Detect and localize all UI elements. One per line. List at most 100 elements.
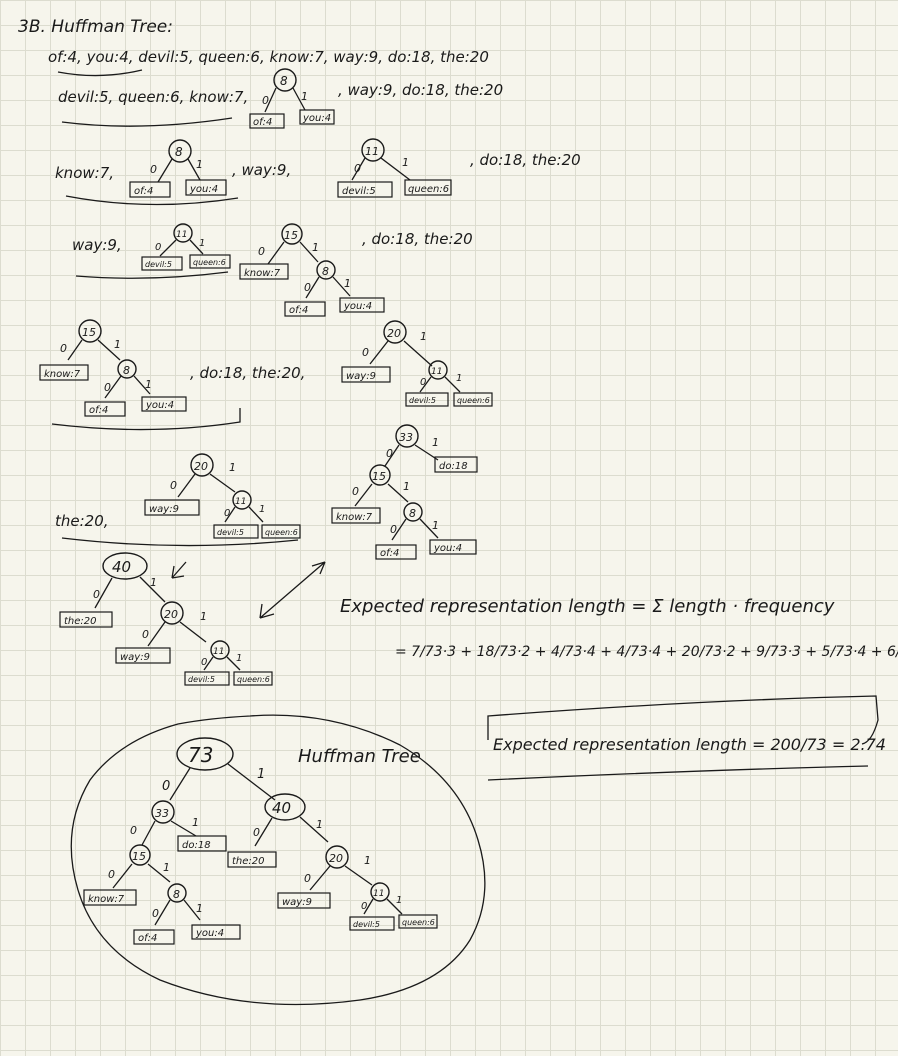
leaf-queen — [404, 179, 452, 196]
svg-text:0: 0 — [362, 346, 369, 359]
svg-text:20: 20 — [387, 327, 401, 340]
svg-text:1: 1 — [200, 610, 207, 623]
svg-text:1: 1 — [396, 895, 402, 906]
leaf-the — [227, 851, 277, 868]
leaf-queen — [398, 914, 438, 929]
svg-text:you:4: you:4 — [433, 543, 462, 554]
leaf-know — [39, 364, 89, 381]
svg-text:devil:5: devil:5 — [353, 920, 380, 929]
svg-text:know:7: know:7 — [88, 894, 125, 905]
node-11 — [232, 490, 252, 510]
leaf-you — [191, 924, 241, 940]
step-4: way:9, 11 0 1 devil:5 queen:6 15 0 1 kno… — [72, 223, 473, 317]
svg-text:0: 0 — [224, 508, 230, 519]
leaf-of — [375, 544, 417, 560]
node-40 — [264, 793, 306, 821]
step-6-tree-33: 33 0 1 do:18 15 0 1 know:7 8 0 1 of:4 yo… — [331, 424, 478, 560]
svg-text:of:4: of:4 — [134, 186, 153, 197]
svg-text:of:4: of:4 — [289, 305, 308, 316]
svg-text:8: 8 — [409, 507, 416, 520]
svg-text:11: 11 — [235, 497, 246, 507]
svg-text:the:20,: the:20, — [55, 512, 109, 530]
underline-step-4 — [75, 271, 229, 279]
node-15 — [78, 319, 102, 343]
svg-text:15: 15 — [284, 229, 298, 242]
frequency-list-step-2: devil:5, queen:6, know:7, — [58, 88, 248, 106]
svg-text:15: 15 — [372, 470, 386, 483]
svg-text:of:4: of:4 — [253, 117, 272, 128]
svg-text:1: 1 — [364, 854, 371, 867]
svg-text:devil:5: devil:5 — [188, 675, 215, 684]
node-15 — [129, 844, 151, 866]
expected-length-formula: Expected representation length = Σ lengt… — [340, 596, 898, 781]
leaf-queen — [233, 671, 273, 686]
leaf-do — [434, 456, 478, 473]
node-8 — [273, 68, 297, 92]
leaf-of — [284, 301, 326, 317]
svg-text:queen:6: queen:6 — [402, 918, 435, 927]
svg-text:do:18: do:18 — [182, 840, 211, 851]
underline-step-2 — [61, 117, 233, 127]
node-40 — [102, 552, 148, 580]
svg-text:know:7,: know:7, — [55, 164, 114, 182]
svg-text:33: 33 — [399, 431, 413, 444]
svg-text:1: 1 — [114, 338, 121, 351]
svg-text:0: 0 — [361, 901, 367, 912]
formula-result: Expected representation length = 200/73 … — [493, 735, 886, 754]
svg-text:1: 1 — [196, 158, 203, 171]
svg-text:40: 40 — [272, 799, 291, 817]
svg-text:know:7: know:7 — [44, 369, 81, 380]
svg-text:8: 8 — [173, 888, 180, 901]
leaf-know — [239, 263, 289, 280]
svg-text:you:4: you:4 — [189, 184, 218, 195]
leaf-know — [331, 507, 381, 524]
svg-text:you:4: you:4 — [343, 301, 372, 312]
svg-text:, do:18, the:20: , do:18, the:20 — [470, 151, 581, 169]
svg-text:way:9: way:9 — [346, 371, 376, 382]
node-8 — [403, 502, 423, 522]
svg-text:40: 40 — [112, 558, 131, 576]
leaf-devil — [337, 181, 393, 198]
svg-text:11: 11 — [373, 889, 384, 899]
svg-text:know:7: know:7 — [244, 268, 281, 279]
svg-text:queen:6: queen:6 — [265, 528, 298, 537]
page-title: 3B. Huffman Tree: — [18, 17, 173, 37]
leaf-know — [83, 889, 137, 906]
node-20 — [383, 320, 407, 344]
svg-text:you:4: you:4 — [145, 400, 174, 411]
svg-text:queen:6: queen:6 — [237, 675, 270, 684]
svg-text:1: 1 — [145, 378, 152, 391]
leaf-way — [115, 647, 171, 664]
svg-text:, do:18, the:20: , do:18, the:20 — [362, 230, 473, 248]
svg-text:devil:5: devil:5 — [342, 186, 376, 197]
node-20 — [325, 845, 349, 869]
svg-text:1: 1 — [259, 504, 265, 515]
step-7-tree-40: 40 0 1 the:20 20 0 1 way:9 11 0 1 devil:… — [59, 552, 326, 686]
step-5: 15 0 1 know:7 8 0 1 of:4 you:4 , do:18, … — [39, 319, 493, 431]
svg-text:8: 8 — [123, 364, 130, 377]
svg-text:11: 11 — [365, 145, 379, 158]
leaf-devil — [141, 256, 183, 271]
svg-text:0: 0 — [304, 872, 311, 885]
underline-step-6 — [61, 537, 299, 547]
svg-text:1: 1 — [163, 861, 170, 874]
node-73 — [176, 737, 234, 771]
svg-text:1: 1 — [229, 461, 236, 474]
svg-text:0: 0 — [93, 588, 100, 601]
svg-text:you:4: you:4 — [195, 928, 224, 939]
node-8 — [316, 260, 336, 280]
svg-text:know:7: know:7 — [336, 512, 373, 523]
svg-text:0: 0 — [104, 381, 111, 394]
svg-text:1: 1 — [316, 818, 323, 831]
svg-text:1: 1 — [192, 816, 199, 829]
svg-text:1: 1 — [432, 436, 439, 449]
svg-text:15: 15 — [82, 326, 96, 339]
svg-text:0: 0 — [390, 523, 397, 536]
double-arrow-icon — [259, 561, 326, 619]
node-33 — [151, 800, 175, 824]
svg-text:queen:6: queen:6 — [408, 184, 449, 195]
leaf-of — [133, 929, 175, 945]
svg-text:0: 0 — [142, 628, 149, 641]
result-box — [487, 695, 879, 781]
svg-text:1: 1 — [402, 156, 409, 169]
